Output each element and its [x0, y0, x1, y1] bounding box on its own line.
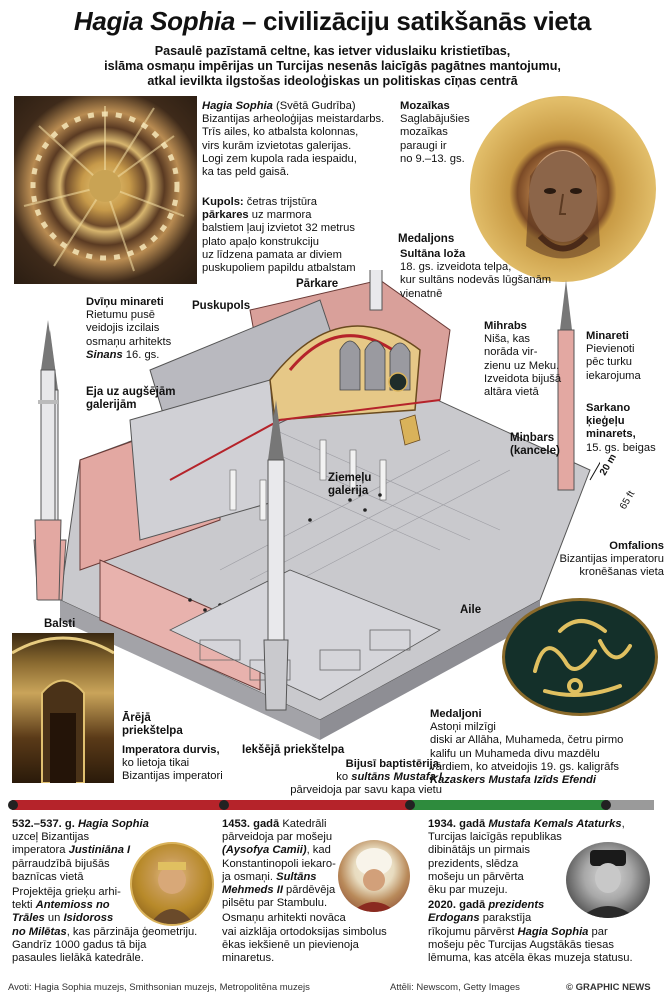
timeline-col-1934: 1934. gadā Mustafa Kemals Ataturks, Turc…	[428, 818, 633, 965]
parkare-label: Pārkare	[296, 278, 339, 290]
footer-sources: Avoti: Hagia Sophia muzejs, Smithsonian …	[8, 982, 310, 993]
aile-label: Aile	[460, 604, 482, 616]
sultana-text: Sultāna loža 18. gs. izveidota telpa,kur…	[400, 248, 552, 300]
scale-bar: 20 m 65 ft	[598, 452, 638, 512]
timeline-dot-537	[8, 800, 18, 810]
timeline-dot-2020	[601, 800, 611, 810]
footer-copyright: © GRAPHIC NEWS	[566, 982, 651, 993]
ieksheja-label: Iekšējā priekštelpa	[242, 744, 345, 756]
timeline-bar-grey	[608, 800, 654, 810]
page-title: Hagia Sophia – civilizāciju satikšanās v…	[73, 6, 592, 36]
imperial-door-photo	[12, 633, 114, 783]
timeline-dot-1453	[219, 800, 229, 810]
intro-text: Hagia Sophia (Svētā Gudrība) Bizantijas …	[202, 100, 385, 179]
christ-mosaic-photo	[470, 96, 656, 282]
dome-ribs-icon	[23, 106, 185, 272]
calligraphy-medallion	[502, 598, 658, 716]
bijusi-baptisterija-text: Bijusī baptistērija, ko sultāns Mustafa …	[290, 758, 442, 797]
timeline-col-1453: 1453. gadā Katedrāli pārveidoja par moše…	[222, 818, 387, 965]
building-illustration	[20, 190, 611, 770]
left-minaret	[33, 320, 63, 601]
justinian-portrait	[130, 842, 214, 926]
balsti-label: Balsti	[44, 618, 76, 630]
timeline-bar-green	[412, 800, 608, 810]
mehmed-portrait	[338, 840, 410, 912]
footer-images: Attēli: Newscom, Getty Images	[390, 982, 520, 993]
ataturk-portrait	[566, 842, 650, 918]
timeline-bar-red	[12, 800, 412, 810]
puskupols-label: Puskupols	[192, 300, 251, 312]
kupols-text: Kupols: četras trijstūra pārkares uz mar…	[202, 196, 356, 275]
minbars-label: Minbars(kancele)	[510, 432, 560, 457]
dome-interior-photo	[14, 96, 197, 284]
timeline-col-537: 532.–537. g. Hagia Sophia uzceļ Bizantij…	[12, 818, 198, 965]
timeline-dot-1934	[405, 800, 415, 810]
medaljons-label: Medaljons	[398, 233, 455, 245]
subtitle: Pasaulē pazīstamā celtne, kas ietver vid…	[104, 44, 561, 88]
